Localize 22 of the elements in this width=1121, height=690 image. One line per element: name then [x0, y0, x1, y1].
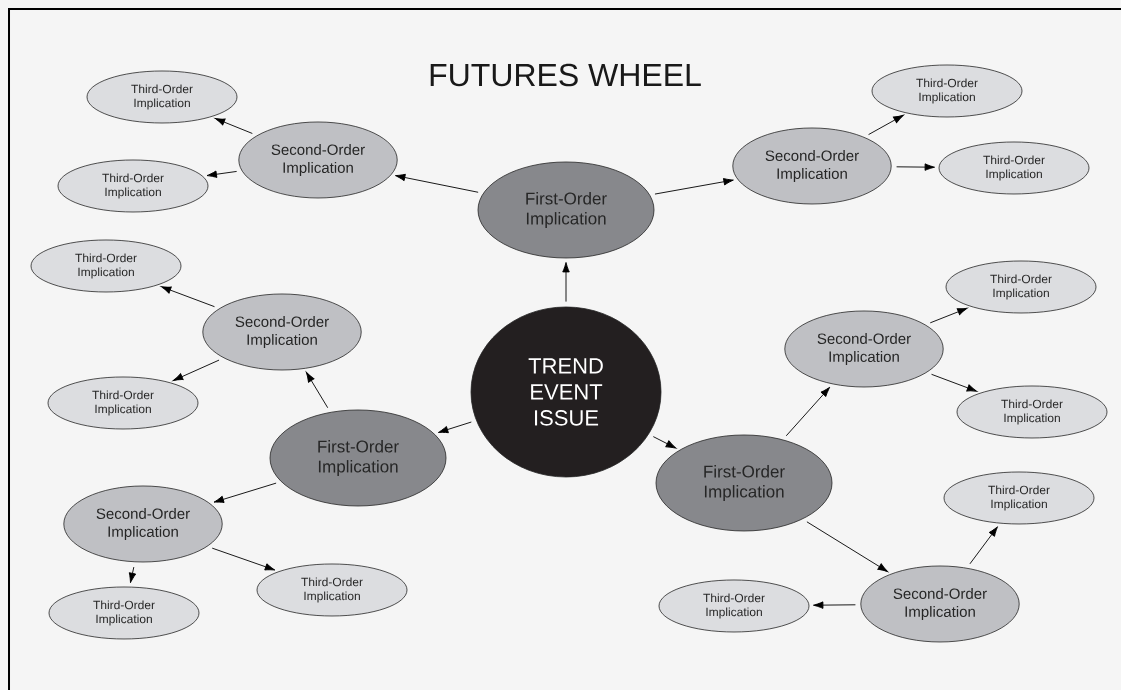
arrow: [931, 373, 978, 392]
arrow: [172, 359, 220, 381]
arrow: [206, 170, 238, 178]
arrow: [562, 262, 570, 303]
arrow: [214, 118, 253, 134]
arrow: [652, 436, 677, 449]
arrow: [813, 601, 856, 609]
arrow: [437, 421, 472, 434]
arrow: [785, 386, 831, 437]
arrow: [896, 163, 935, 171]
arrow: [806, 521, 888, 573]
arrow: [211, 547, 276, 571]
title: FUTURES WHEEL: [430, 63, 701, 87]
arrow: [305, 371, 329, 409]
arrow: [128, 566, 137, 584]
arrow: [395, 173, 479, 193]
arrow: [654, 178, 734, 195]
arrow: [969, 526, 998, 565]
arrow: [929, 307, 968, 324]
arrow: [213, 482, 277, 503]
arrow: [868, 114, 904, 135]
arrow: [160, 286, 215, 308]
